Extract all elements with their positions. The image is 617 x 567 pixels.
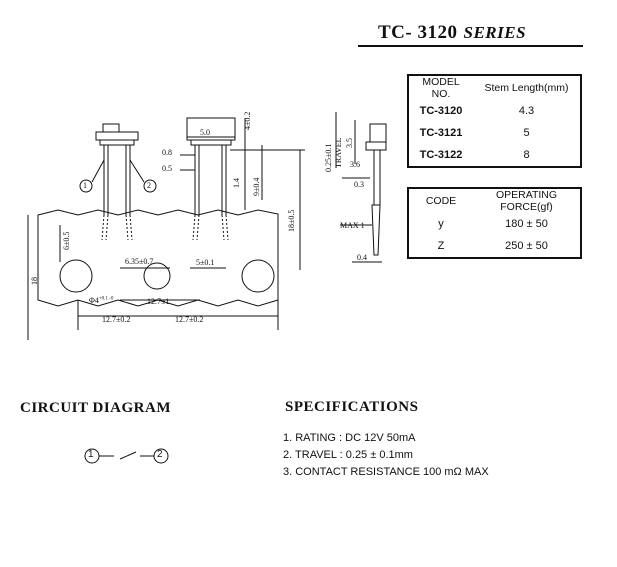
switch-left bbox=[95, 123, 139, 241]
switch-middle bbox=[186, 117, 236, 241]
circuit-node-1: 1 bbox=[88, 449, 94, 460]
sprocket-hole-1 bbox=[59, 259, 93, 293]
title-model: TC- 3120 bbox=[378, 22, 458, 43]
force-code: Z bbox=[437, 240, 445, 252]
force-value: 180 ± 50 bbox=[505, 218, 548, 230]
dim-9: 9±0.4 bbox=[252, 177, 261, 196]
dim-4: 4±0.2 bbox=[243, 111, 252, 130]
dim-3-6: 3.6 bbox=[350, 160, 360, 169]
force-value: 250 ± 50 bbox=[505, 240, 548, 252]
side-view bbox=[335, 112, 387, 263]
force-header-force: OPERATING FORCE(gf) bbox=[495, 189, 558, 213]
dim-18: 18 bbox=[30, 277, 39, 285]
model-no: TC-3121 bbox=[419, 127, 463, 139]
dim-1-4: 1.4 bbox=[232, 178, 241, 188]
dimension-labels: 0.8 0.5 5.0 4±0.2 1.4 9±0.4 18±0.5 6±0.5… bbox=[30, 111, 367, 324]
series-title: TC- 3120 SERIES bbox=[378, 22, 526, 44]
sprocket-hole-3 bbox=[241, 259, 275, 293]
dim-12-7-1: 12.7±1 bbox=[147, 297, 170, 306]
model-table: MODEL NO. Stem Length(mm) TC-3120 4.3 TC… bbox=[407, 74, 582, 168]
pin2-marker bbox=[143, 179, 157, 193]
title-series: SERIES bbox=[463, 23, 527, 42]
dim-12-7-a: 12.7±0.2 bbox=[102, 315, 131, 324]
model-no: TC-3122 bbox=[419, 149, 463, 161]
spec-travel: 2. TRAVEL : 0.25 ± 0.1mm bbox=[283, 449, 413, 461]
table-row: y 180 ± 50 bbox=[408, 213, 581, 235]
spec-rating: 1. RATING : DC 12V 50mA bbox=[283, 432, 416, 444]
mechanical-drawing bbox=[27, 112, 387, 340]
dim-3-5: 3.5 bbox=[345, 138, 354, 148]
table-row: TC-3121 5 bbox=[408, 122, 581, 144]
model-no: TC-3120 bbox=[419, 105, 463, 117]
dim-5-0: 5.0 bbox=[200, 128, 210, 137]
pin2-label: 2 bbox=[147, 181, 151, 190]
dim-0-25: 0.25±0.1 bbox=[324, 143, 333, 172]
stem-length: 8 bbox=[523, 149, 530, 161]
force-table: CODE OPERATING FORCE(gf) y 180 ± 50 Z 25… bbox=[407, 187, 582, 259]
force-header-code: CODE bbox=[425, 195, 457, 207]
table-row: TC-3122 8 bbox=[408, 144, 581, 167]
dim-12-7-b: 12.7±0.2 bbox=[175, 315, 204, 324]
force-code: y bbox=[438, 218, 444, 230]
dim-0-4: 0.4 bbox=[357, 253, 367, 262]
title-underline bbox=[358, 45, 583, 47]
dim-0-8: 0.8 bbox=[162, 148, 172, 157]
force-table-header: CODE OPERATING FORCE(gf) bbox=[408, 188, 581, 213]
pin1-label: 1 bbox=[83, 181, 87, 190]
dim-6: 6±0.5 bbox=[62, 231, 71, 250]
dim-max1: MAX 1 bbox=[340, 221, 365, 230]
spec-resistance: 3. CONTACT RESISTANCE 100 mΩ MAX bbox=[283, 466, 489, 478]
dim-hole-tol: +0.1 -0 bbox=[98, 296, 114, 302]
stem-length: 4.3 bbox=[518, 105, 535, 117]
specifications-title: SPECIFICATIONS bbox=[285, 399, 419, 415]
dim-5-01: 5±0.1 bbox=[196, 258, 215, 267]
circuit-node-2: 2 bbox=[157, 449, 163, 460]
stem-length: 5 bbox=[523, 127, 530, 139]
dim-travel: TRAVEL bbox=[334, 137, 343, 168]
dim-hole: Φ4+0.1 -0 bbox=[89, 296, 114, 305]
dim-0-3: 0.3 bbox=[354, 180, 364, 189]
pin1-marker bbox=[79, 179, 93, 193]
table-row: TC-3120 4.3 bbox=[408, 100, 581, 122]
model-header-stem: Stem Length(mm) bbox=[484, 82, 569, 94]
table-row: Z 250 ± 50 bbox=[408, 235, 581, 258]
model-header-model: MODEL NO. bbox=[422, 76, 460, 100]
sprocket-hole-2 bbox=[143, 262, 171, 290]
dim-18-05: 18±0.5 bbox=[287, 209, 296, 232]
circuit-symbol bbox=[84, 448, 169, 464]
dim-6-35: 6.35±0.7 bbox=[125, 257, 154, 266]
model-table-header: MODEL NO. Stem Length(mm) bbox=[408, 75, 581, 100]
dim-0-5: 0.5 bbox=[162, 164, 172, 173]
circuit-diagram-title: CIRCUIT DIAGRAM bbox=[20, 400, 171, 416]
